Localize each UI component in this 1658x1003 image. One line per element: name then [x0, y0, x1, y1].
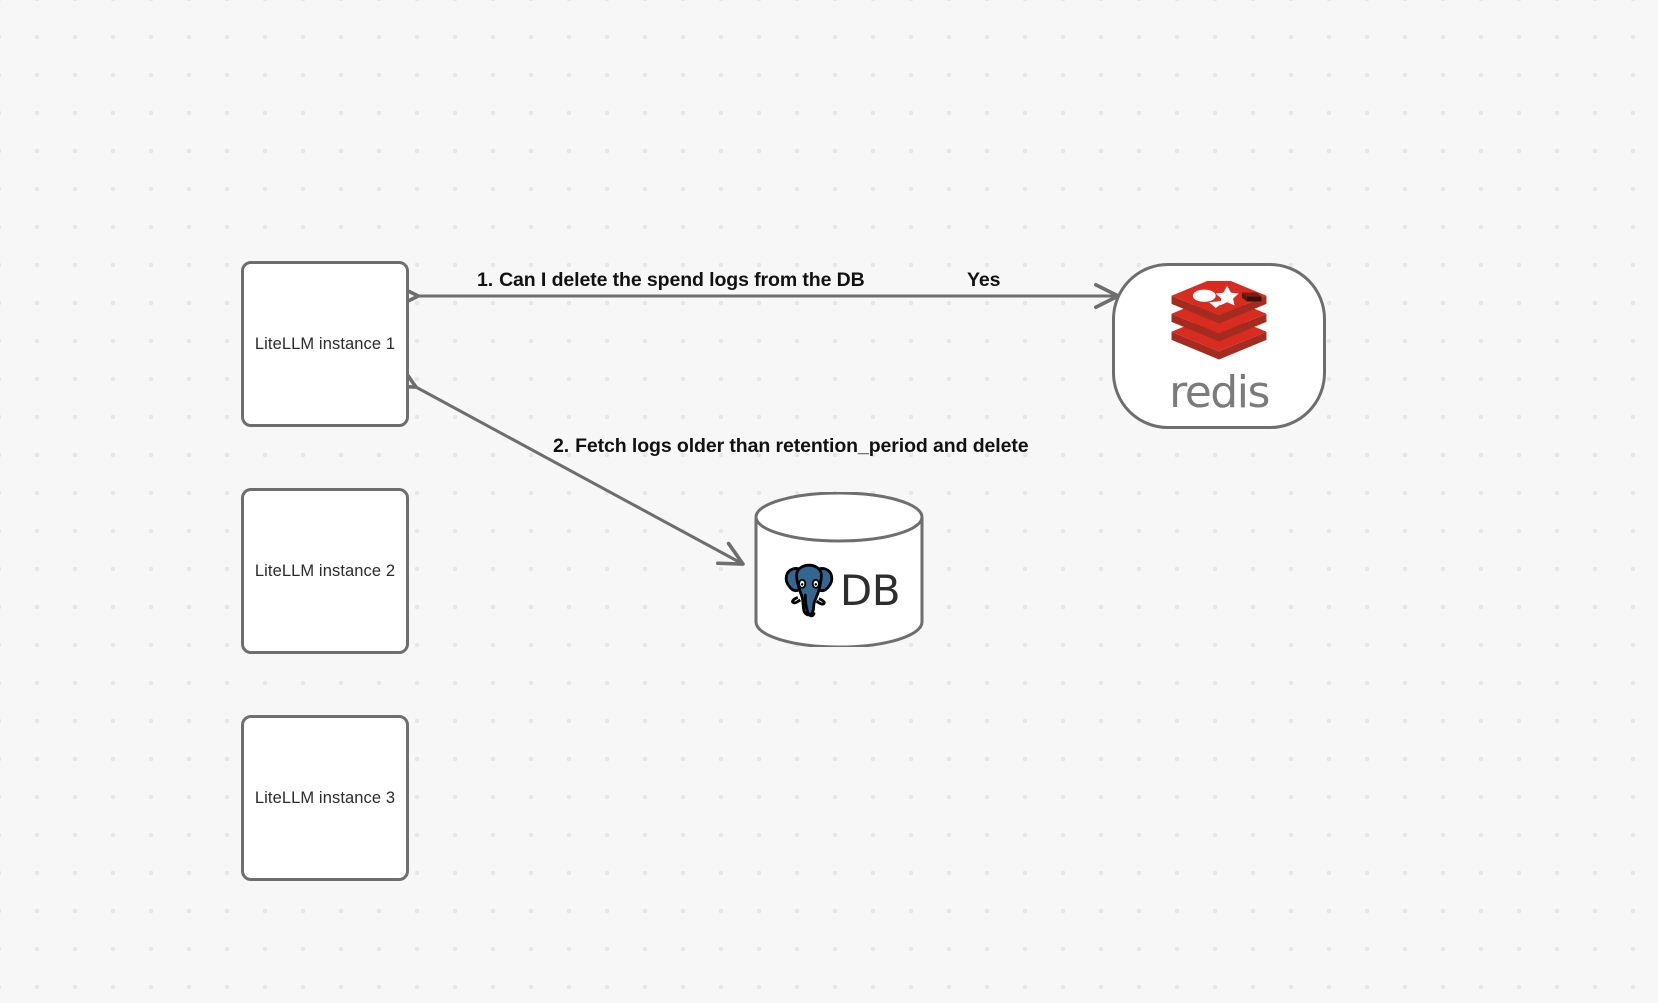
edge-label-2: 2.Fetch logs older than retention_period… [553, 435, 1029, 458]
node-litellm-instance-2-label: LiteLLM instance 2 [254, 561, 396, 580]
node-redis[interactable]: redis [1112, 263, 1326, 429]
redis-stack-icon [1171, 281, 1267, 360]
cylinder-shape [754, 492, 924, 647]
node-litellm-instance-3[interactable]: LiteLLM instance 3 [241, 715, 409, 881]
edge-label-1-reply: Yes [967, 269, 1000, 292]
edge-label-2-number: 2. [553, 435, 570, 457]
node-postgres-db[interactable]: DB [753, 492, 925, 647]
node-litellm-instance-3-label: LiteLLM instance 3 [254, 788, 396, 807]
edge-label-2-text: Fetch logs older than retention_period a… [575, 435, 1029, 457]
edge-label-1: 1.Can I delete the spend logs from the D… [477, 269, 865, 292]
node-litellm-instance-1[interactable]: LiteLLM instance 1 [241, 261, 409, 427]
node-litellm-instance-1-label: LiteLLM instance 1 [254, 334, 396, 353]
edge-label-1-reply-text: Yes [967, 269, 1001, 291]
db-label: DB [839, 565, 901, 615]
edge-label-1-number: 1. [477, 269, 494, 291]
edge-litellm1-postgres[interactable] [389, 364, 745, 566]
node-litellm-instance-2[interactable]: LiteLLM instance 2 [241, 488, 409, 654]
redis-wordmark: redis [1169, 367, 1270, 419]
edge-label-1-text: Can I delete the spend logs from the DB [499, 269, 865, 291]
postgres-elephant-icon [784, 563, 834, 618]
